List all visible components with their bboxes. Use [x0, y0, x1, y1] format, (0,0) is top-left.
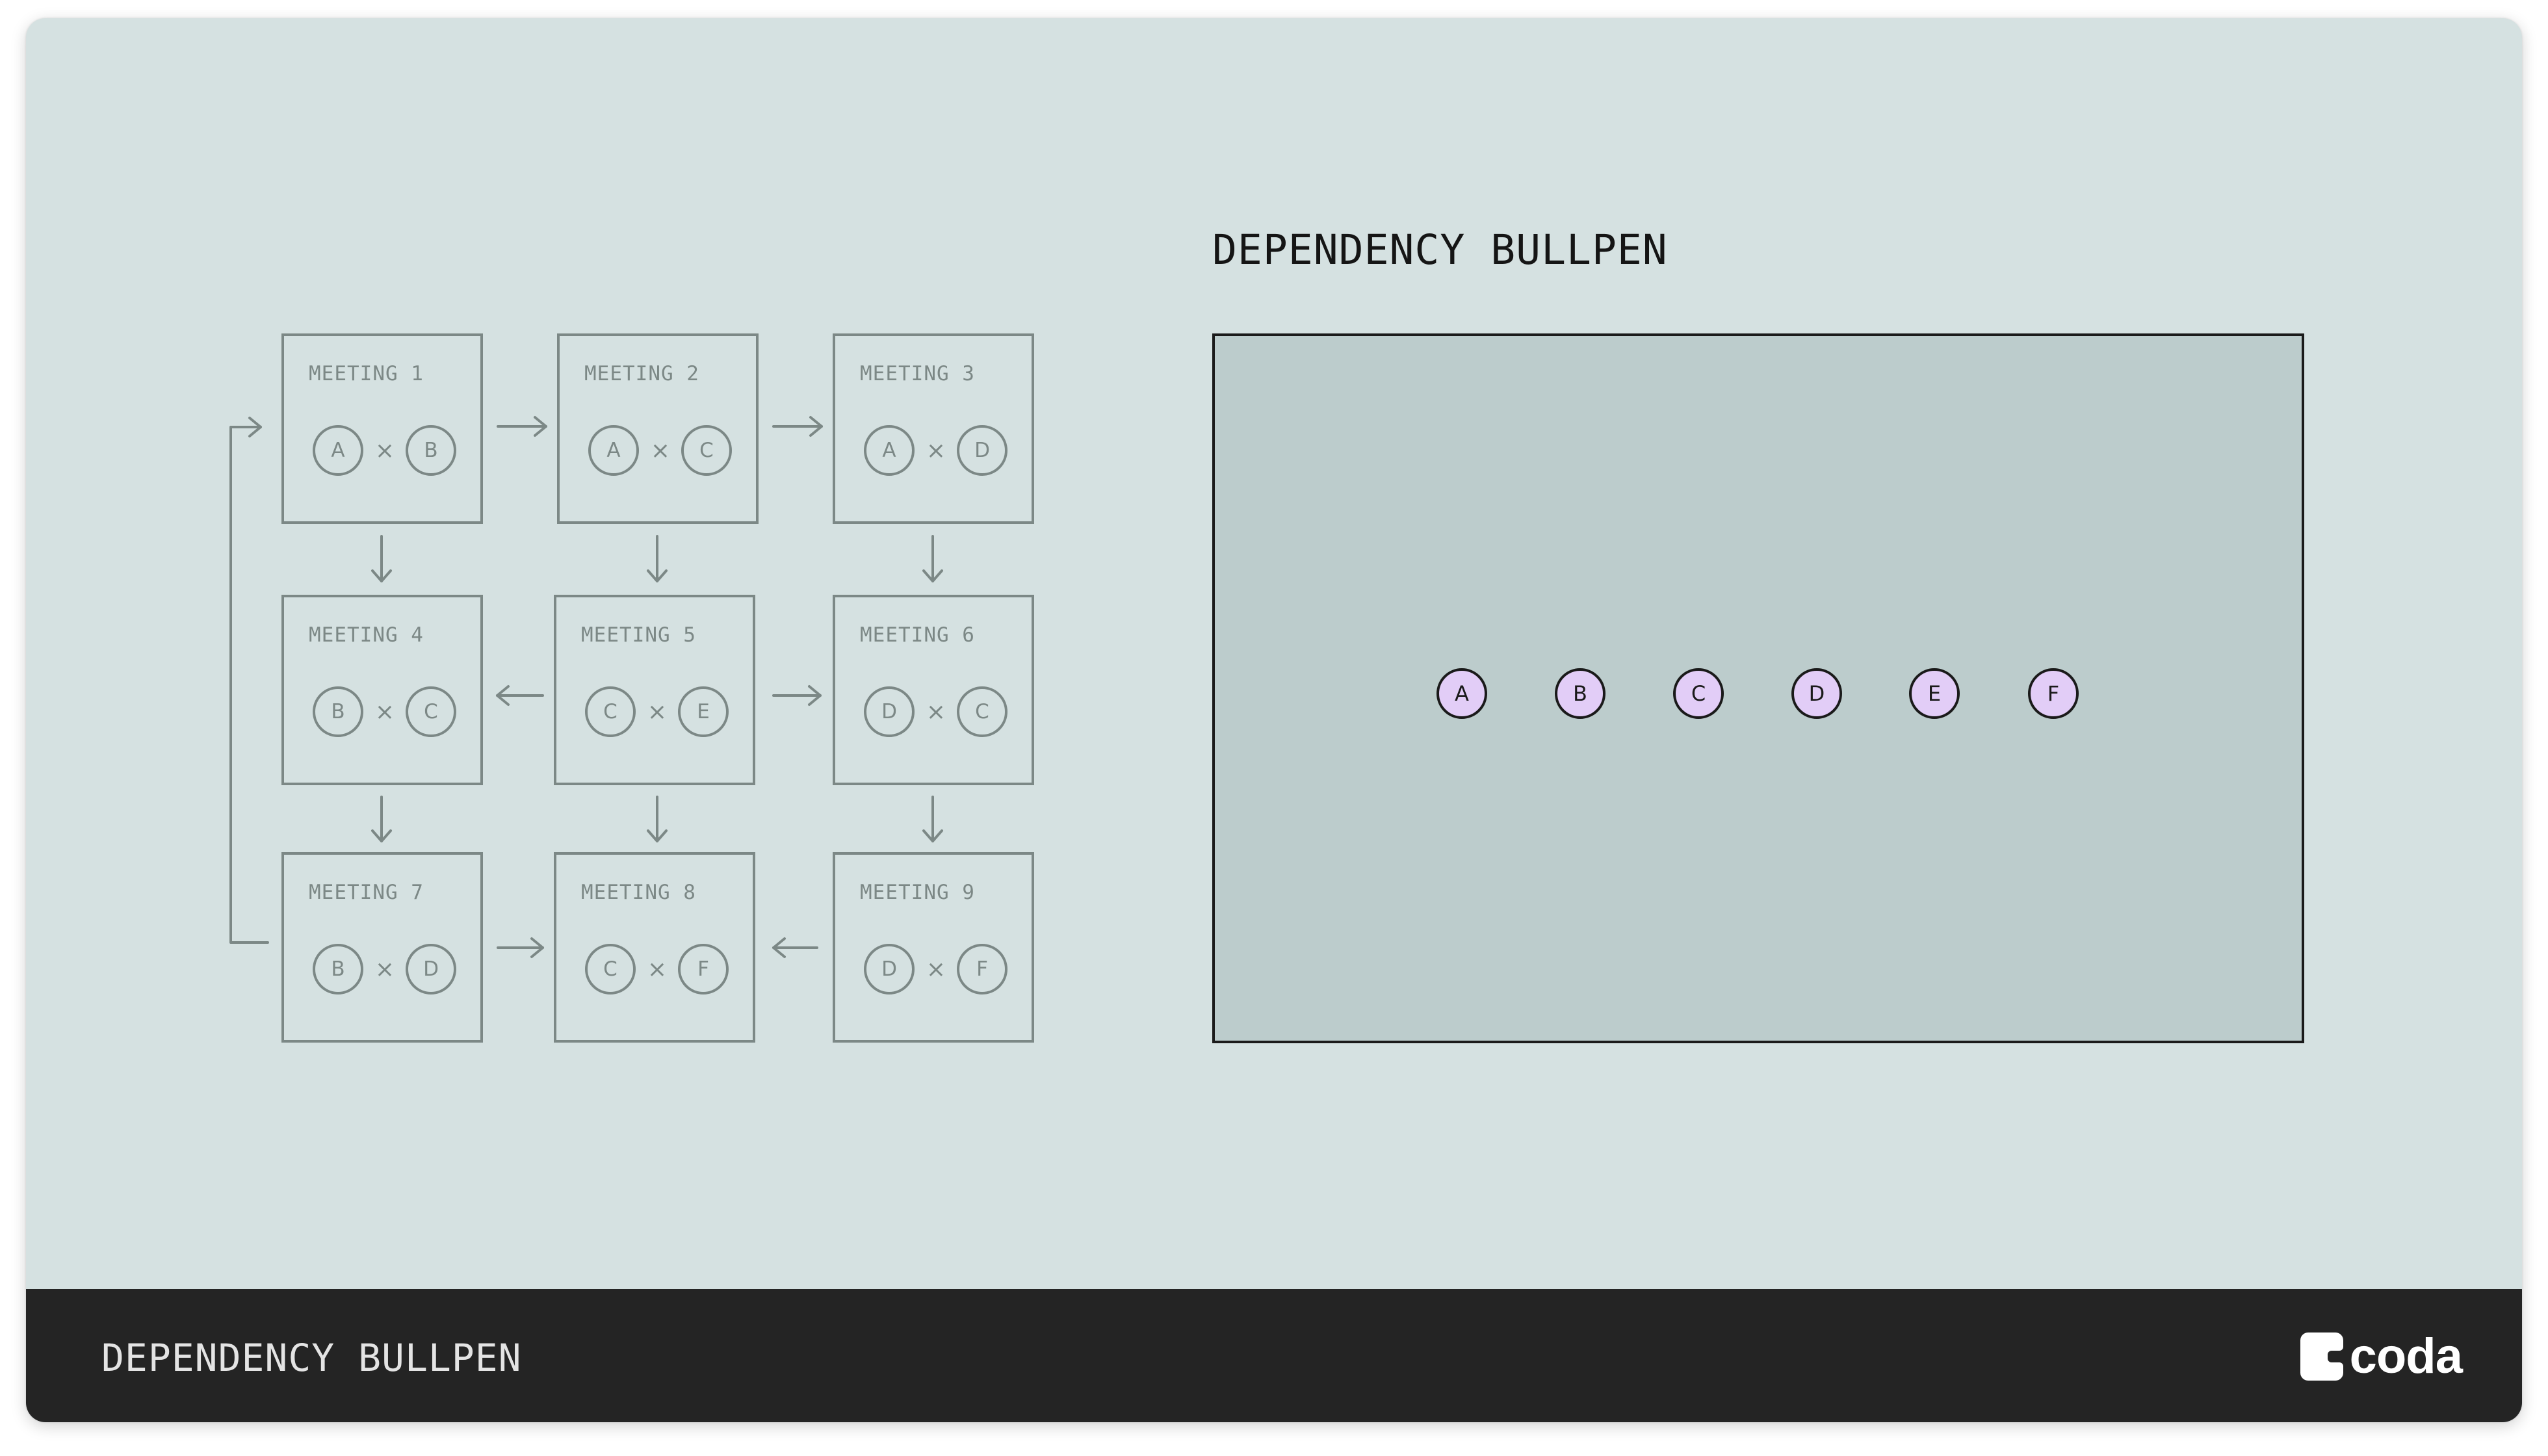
times-icon: ×	[926, 956, 946, 983]
arrow-meeting-1-to-4	[371, 535, 392, 582]
coda-logo: coda	[2300, 1329, 2463, 1384]
meeting-4: MEETING 4 B × C	[281, 595, 483, 785]
times-icon: ×	[374, 956, 395, 983]
meeting-5: MEETING 5 C × E	[554, 595, 755, 785]
slide-card: MEETING 1 A × B MEETING 2 A × C MEETING …	[26, 18, 2522, 1422]
meeting-pair: D × F	[864, 944, 1008, 997]
meeting-title: MEETING 7	[309, 881, 424, 904]
meeting-7: MEETING 7 B × D	[281, 852, 483, 1043]
participant-circle: B	[313, 944, 363, 994]
arrow-meeting-6-to-9	[922, 796, 943, 842]
meeting-1: MEETING 1 A × B	[281, 333, 483, 524]
coda-logo-text: coda	[2349, 1329, 2463, 1384]
arrow-meeting-7-to-8	[497, 937, 544, 958]
meeting-pair: C × E	[585, 686, 729, 740]
participant-circle: D	[957, 425, 1008, 476]
times-icon: ×	[647, 956, 668, 983]
meeting-pair: B × C	[313, 686, 457, 740]
participant-circle: D	[864, 944, 915, 994]
participant-circle: C	[585, 686, 636, 737]
meeting-pair: A × B	[313, 425, 457, 478]
times-icon: ×	[647, 698, 668, 725]
participant-circle: A	[313, 425, 363, 476]
participant-token-c[interactable]: C	[1673, 668, 1724, 719]
meeting-title: MEETING 8	[581, 881, 696, 904]
participant-circle: C	[406, 686, 456, 737]
arrow-meeting-2-to-5	[647, 535, 668, 582]
meeting-8: MEETING 8 C × F	[554, 852, 755, 1043]
meeting-title: MEETING 2	[584, 362, 699, 385]
participant-circle: C	[957, 686, 1008, 737]
meeting-title: MEETING 6	[860, 623, 975, 647]
bullpen-heading: DEPENDENCY BULLPEN	[1212, 226, 1668, 274]
meeting-2: MEETING 2 A × C	[557, 333, 759, 524]
meeting-title: MEETING 1	[309, 362, 424, 385]
participant-circle: E	[678, 686, 729, 737]
times-icon: ×	[926, 698, 946, 725]
participant-circle: C	[681, 425, 732, 476]
bullpen-area[interactable]: A B C D E F	[1212, 333, 2304, 1043]
meeting-pair: C × F	[585, 944, 729, 997]
arrow-meeting-9-to-8	[772, 937, 818, 958]
participant-circle: D	[406, 944, 456, 994]
participant-circle: D	[864, 686, 915, 737]
arrow-meeting-5-to-8	[647, 796, 668, 842]
participant-token-b[interactable]: B	[1555, 668, 1606, 719]
participant-circle: F	[957, 944, 1008, 994]
participant-circle: A	[864, 425, 915, 476]
participant-circle: C	[585, 944, 636, 994]
footer-bar: DEPENDENCY BULLPEN coda	[26, 1289, 2522, 1422]
coda-logo-icon	[2300, 1332, 2343, 1381]
times-icon: ×	[650, 437, 671, 464]
participant-token-d[interactable]: D	[1791, 668, 1842, 719]
meeting-title: MEETING 4	[309, 623, 424, 647]
meeting-title: MEETING 9	[860, 881, 975, 904]
arrow-meeting-5-to-6	[772, 685, 822, 706]
meeting-3: MEETING 3 A × D	[833, 333, 1034, 524]
meeting-pair: A × D	[864, 425, 1008, 478]
arrow-meeting-3-to-6	[922, 535, 943, 582]
footer-title: DEPENDENCY BULLPEN	[101, 1336, 522, 1380]
times-icon: ×	[926, 437, 946, 464]
arrow-meeting-7-to-1	[229, 417, 269, 944]
arrow-meeting-5-to-4	[496, 685, 544, 706]
arrow-meeting-1-to-2	[497, 416, 547, 437]
participant-token-f[interactable]: F	[2028, 668, 2079, 719]
meeting-title: MEETING 3	[860, 362, 975, 385]
participant-token-e[interactable]: E	[1909, 668, 1960, 719]
meeting-pair: B × D	[313, 944, 457, 997]
times-icon: ×	[374, 698, 395, 725]
meeting-connectors	[229, 416, 943, 958]
participant-token-a[interactable]: A	[1436, 668, 1487, 719]
meeting-6: MEETING 6 D × C	[833, 595, 1034, 785]
participant-circle: F	[678, 944, 729, 994]
meeting-9: MEETING 9 D × F	[833, 852, 1034, 1043]
participant-circle: A	[588, 425, 639, 476]
participant-circle: B	[406, 425, 456, 476]
meeting-pair: A × C	[588, 425, 733, 478]
arrow-meeting-4-to-7	[371, 796, 392, 842]
participant-circle: B	[313, 686, 363, 737]
meeting-title: MEETING 5	[581, 623, 696, 647]
meeting-pair: D × C	[864, 686, 1008, 740]
arrow-meeting-2-to-3	[772, 416, 823, 437]
times-icon: ×	[374, 437, 395, 464]
